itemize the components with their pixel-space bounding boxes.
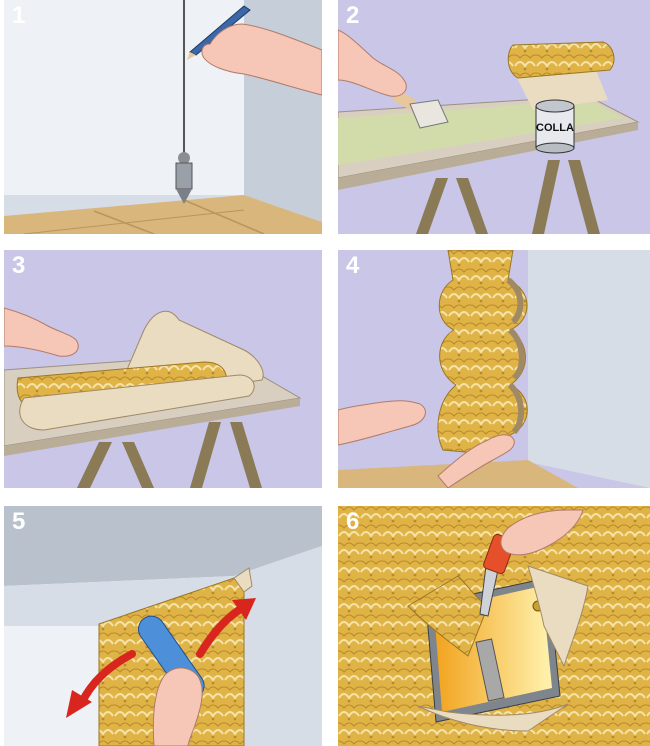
wall-left: [4, 0, 244, 195]
folded-paper-edge: [19, 374, 255, 431]
hand: [500, 509, 584, 556]
ceiling: [4, 506, 322, 586]
step-6-panel: 6: [338, 506, 650, 746]
hand-right: [437, 434, 515, 488]
trestle: [416, 160, 600, 234]
hand: [338, 29, 407, 97]
hanging-paper: [437, 250, 528, 456]
plumb-bob-icon: [175, 152, 193, 204]
step-5-panel: 5: [4, 506, 322, 746]
hand-left: [338, 400, 426, 446]
soffit: [4, 576, 234, 626]
red-arrow-icon: [66, 650, 136, 718]
pencil-icon: [187, 5, 251, 60]
hand: [4, 307, 79, 357]
glue-can-icon: COLLA: [535, 99, 575, 154]
paper-roll: [507, 41, 615, 79]
can-label: COLLA: [536, 122, 574, 134]
hand: [152, 667, 203, 746]
step-number: 6: [346, 508, 360, 535]
cut-flap: [407, 565, 589, 732]
step-3-panel: 3: [4, 250, 322, 488]
step-number: 4: [346, 252, 360, 279]
trestle: [77, 422, 262, 488]
step-4-panel: 4: [338, 250, 650, 488]
wall-right: [528, 250, 650, 488]
step-1-panel: 1: [4, 0, 322, 234]
table-edge: [4, 398, 300, 456]
wall-left: [4, 626, 104, 746]
step-number: 3: [12, 252, 26, 279]
step-number: 1: [12, 2, 26, 29]
hand: [201, 23, 322, 96]
red-arrow-icon: [196, 598, 256, 658]
step-2-panel: 2 COLLA: [338, 0, 650, 234]
step-number: 2: [346, 2, 360, 29]
step-number: 5: [12, 508, 26, 535]
